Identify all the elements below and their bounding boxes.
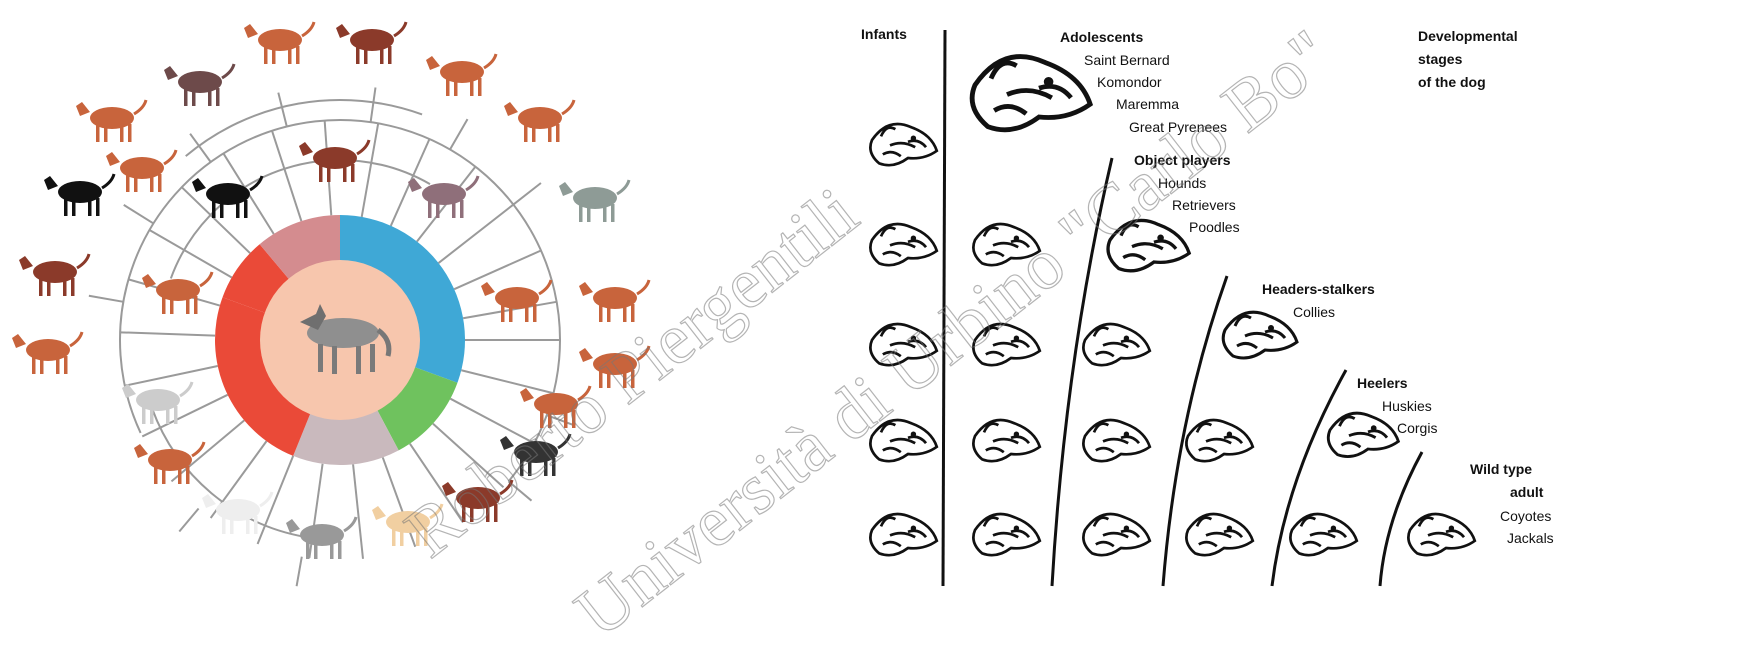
breed-label: Jackals: [1507, 531, 1554, 545]
breed-label: Collies: [1293, 305, 1335, 319]
dog-head-sketch: [870, 224, 936, 265]
stage-divider-line: [1380, 452, 1422, 586]
head-eye: [911, 526, 916, 531]
breed-label: Coyotes: [1500, 509, 1551, 523]
breed-label: Komondor: [1097, 75, 1162, 89]
head-eye: [1014, 526, 1019, 531]
head-eye: [1124, 526, 1129, 531]
stage-headers-stalkers-heading: Headers-stalkers: [1262, 282, 1375, 296]
head-eye: [911, 136, 916, 141]
dog-head-sketch: [972, 57, 1090, 130]
stage-wild-type-heading: adult: [1510, 485, 1543, 499]
head-eye: [911, 336, 916, 341]
head-eye: [1449, 526, 1454, 531]
head-eye: [911, 432, 916, 437]
breed-label: Great Pyrenees: [1129, 120, 1227, 134]
stage-adolescents-heading: Adolescents: [1060, 30, 1143, 44]
head-eye: [1014, 336, 1019, 341]
breed-label: Corgis: [1397, 421, 1437, 435]
head-eye: [1014, 236, 1019, 241]
breed-label: Retrievers: [1172, 198, 1236, 212]
head-eye: [1268, 325, 1274, 331]
breed-label: Huskies: [1382, 399, 1432, 413]
head-eye: [1227, 432, 1232, 437]
head-eye: [1124, 336, 1129, 341]
stage-wild-type-heading: Wild type: [1470, 462, 1532, 476]
dog-head-sketch: [870, 420, 936, 461]
dog-head-sketch: [870, 514, 936, 555]
stage-heelers-heading: Heelers: [1357, 376, 1408, 390]
dog-head-sketch: [1083, 514, 1149, 555]
breed-label: Maremma: [1116, 97, 1179, 111]
head-eye: [1227, 526, 1232, 531]
dog-head-sketch: [973, 420, 1039, 461]
dog-head-sketch: [870, 124, 936, 165]
figure-title: of the dog: [1418, 75, 1486, 89]
dog-head-sketch: [1290, 514, 1356, 555]
head-eye: [1157, 235, 1164, 242]
stage-infants-label: Infants: [861, 27, 907, 41]
head-eye: [1014, 432, 1019, 437]
head-eye: [1124, 432, 1129, 437]
breed-label: Poodles: [1189, 220, 1240, 234]
dog-head-sketch: [1083, 420, 1149, 461]
dog-head-sketch: [1186, 420, 1252, 461]
head-eye: [1371, 425, 1377, 431]
dog-head-sketch: [1108, 220, 1189, 270]
figure-title: stages: [1418, 52, 1462, 66]
dog-head-sketch: [1408, 514, 1474, 555]
stage-divider-line: [943, 30, 945, 586]
dog-head-sketch: [973, 514, 1039, 555]
dog-head-sketch: [1186, 514, 1252, 555]
head-eye: [911, 236, 916, 241]
dog-head-sketch: [1328, 413, 1398, 457]
dog-head-sketch: [870, 324, 936, 365]
dog-head-sketch: [1083, 324, 1149, 365]
figure-title: Developmental: [1418, 29, 1518, 43]
breed-label: Hounds: [1158, 176, 1206, 190]
dog-head-sketch: [1223, 312, 1297, 358]
head-eye: [1331, 526, 1336, 531]
stage-object-players-heading: Object players: [1134, 153, 1231, 167]
head-eye: [1044, 77, 1054, 87]
breed-label: Saint Bernard: [1084, 53, 1170, 67]
dog-head-sketch: [973, 324, 1039, 365]
dog-head-sketch: [973, 224, 1039, 265]
